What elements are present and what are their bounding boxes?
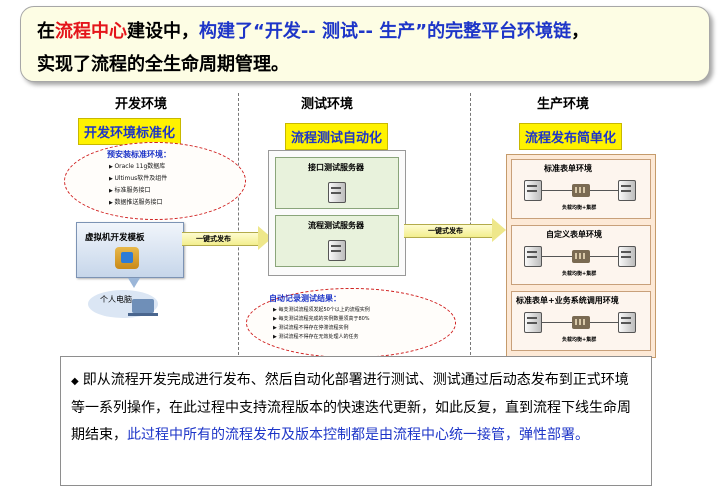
list-item: 数据推送服务接口: [109, 197, 167, 209]
dev-note-title: 预安装标准环境：: [107, 150, 171, 159]
list-item: 测试流程不得存在无效处理人的任务: [273, 333, 370, 342]
diamond-bullet-icon: ◆: [71, 376, 79, 387]
deploy-arrow-1-label: 一键式发布: [196, 235, 231, 243]
load-balancer-icon: [572, 250, 590, 263]
deploy-arrow-2-head: [492, 218, 506, 242]
server-title: 流程测试服务器: [308, 221, 364, 230]
server-icon: [618, 180, 636, 201]
dev-column-title: 开发环境: [115, 97, 168, 112]
lb-caption: 负载均衡+集群: [562, 271, 597, 277]
highlight-platform-chain: 构建了“开发-- 测试-- 生产”的完整平台环境链: [199, 21, 572, 42]
deploy-arrow-2-label: 一键式发布: [428, 227, 463, 235]
env-title: 标准表单+业务系统调用环境: [516, 296, 619, 305]
lb-caption: 负载均衡+集群: [562, 337, 597, 343]
header-statement: 在流程中心建设中，构建了“开发-- 测试-- 生产”的完整平台环境链， 实现了流…: [20, 6, 710, 82]
prod-env-panel: 标准表单环境 负载均衡+集群 自定义表单环境 负载均衡+集群 标准表单+业务系统…: [506, 154, 656, 358]
server-title: 接口测试服务器: [308, 163, 364, 172]
lb-caption: 负载均衡+集群: [562, 205, 597, 211]
server-icon: [524, 246, 542, 267]
list-item: 标准服务接口: [109, 185, 167, 197]
prod-stage-label: 流程发布简单化: [519, 123, 623, 150]
business-call-env: 标准表单+业务系统调用环境 负载均衡+集群: [511, 291, 651, 351]
vm-template-title: 虚拟机开发模板: [85, 233, 145, 243]
dev-note-list: Oracle 11g数据库 Ultimus软件及组件 标准服务接口 数据推送服务…: [109, 161, 167, 209]
server-icon: [524, 180, 542, 201]
custom-form-env: 自定义表单环境 负载均衡+集群: [511, 225, 651, 285]
pc-label: 个人电脑: [100, 295, 132, 304]
test-stage-label: 流程测试自动化: [285, 123, 389, 150]
list-item: Oracle 11g数据库: [109, 161, 167, 173]
server-icon: [618, 246, 636, 267]
divider-dev-test: [238, 93, 239, 355]
down-arrow-icon: [128, 278, 140, 288]
load-balancer-icon: [572, 184, 590, 197]
summary-highlight: 此过程中所有的流程发布及版本控制都是由流程中心统一接管，弹性部署。: [127, 427, 589, 443]
test-note-bubble: 自动记录测试结果： 每支测试流程须发起50个以上的流程实例 每支测试流程完成的实…: [246, 288, 456, 358]
header-line-1: 在流程中心建设中，构建了“开发-- 测试-- 生产”的完整平台环境链，: [37, 21, 590, 42]
highlight-flow-center: 流程中心: [55, 21, 127, 42]
summary-box: ◆即从流程开发完成进行发布、然后自动化部署进行测试、测试通过后动态发布到正式环境…: [60, 356, 652, 486]
server-icon: [618, 312, 636, 333]
test-column-title: 测试环境: [301, 97, 354, 112]
standard-form-env: 标准表单环境 负载均衡+集群: [511, 159, 651, 219]
test-note-title: 自动记录测试结果：: [269, 294, 341, 303]
header-line-2: 实现了流程的全生命周期管理。: [37, 54, 289, 75]
flow-test-server: 流程测试服务器: [275, 215, 399, 267]
summary-text: 即从流程开发完成进行发布、然后自动化部署进行测试、测试通过后动态发布到正式环境等…: [71, 372, 631, 443]
dev-note-bubble: 预安装标准环境： Oracle 11g数据库 Ultimus软件及组件 标准服务…: [64, 142, 246, 220]
list-item: 每支测试流程须发起50个以上的流程实例: [273, 306, 369, 315]
load-balancer-icon: [572, 316, 590, 329]
interface-test-server: 接口测试服务器: [275, 157, 399, 209]
test-servers-panel: 接口测试服务器 流程测试服务器: [268, 150, 406, 276]
dev-stage-label: 开发环境标准化: [78, 118, 182, 145]
env-title: 自定义表单环境: [546, 230, 602, 239]
list-item: 测试流程不得存在停滞流程实例: [273, 324, 370, 333]
laptop-icon: [128, 299, 158, 316]
server-icon: [328, 240, 346, 261]
list-item: 每支测试流程完成的实例数量须高于80%: [273, 315, 370, 324]
server-icon: [524, 312, 542, 333]
deploy-arrow-1: [182, 232, 258, 246]
server-icon: [328, 182, 346, 203]
prod-column-title: 生产环境: [537, 97, 590, 112]
test-note-list: 每支测试流程须发起50个以上的流程实例 每支测试流程完成的实例数量须高于80% …: [273, 306, 370, 342]
env-title: 标准表单环境: [544, 164, 592, 173]
deploy-arrow-2: [404, 224, 492, 238]
list-item: Ultimus软件及组件: [109, 173, 167, 185]
vm-template-box: 虚拟机开发模板: [76, 222, 184, 278]
vm-package-icon: [115, 247, 139, 269]
